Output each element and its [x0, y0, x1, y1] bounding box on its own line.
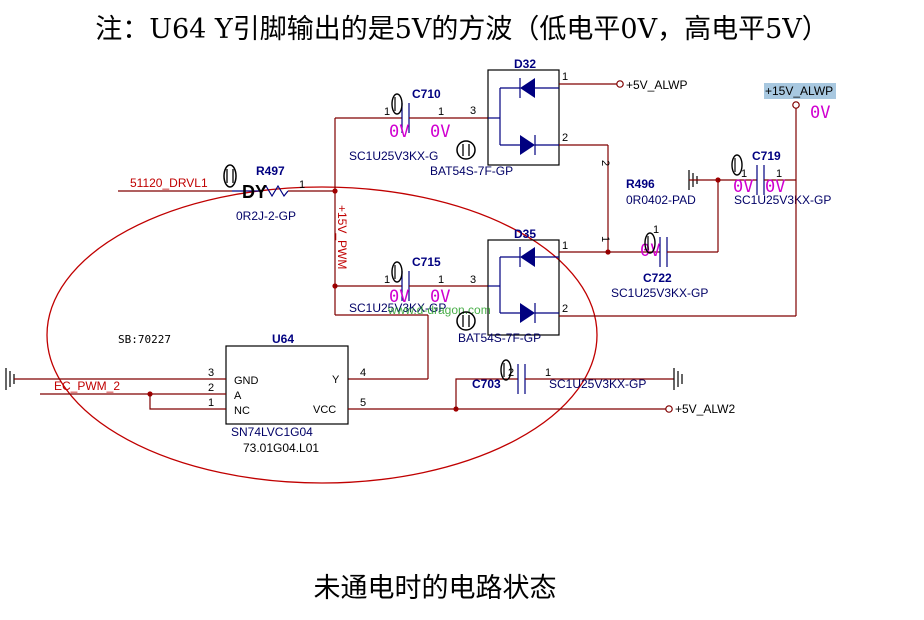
r497-dy-marker: DY [242, 182, 267, 202]
svg-text:4: 4 [360, 367, 366, 379]
probe-icon [391, 261, 403, 283]
svg-text:VCC: VCC [313, 404, 336, 416]
c719-value: SC1U25V3KX-GP [734, 193, 831, 207]
svg-text:1: 1 [208, 397, 214, 409]
net-label-alw2: +5V_ALW2 [675, 402, 735, 416]
svg-text:1: 1 [384, 106, 390, 118]
u64-body [225, 345, 349, 425]
probe-icon [391, 93, 403, 115]
c710-voltage-left: 0V [389, 122, 409, 142]
svg-text:1: 1 [562, 240, 568, 252]
c719-ref: C719 [752, 149, 781, 163]
r497-pin-1: 1 [299, 179, 305, 191]
r496-value: 0R0402-PAD [626, 193, 696, 207]
probe-icon [731, 154, 743, 176]
c715-value: SC1U25V3KX-GP [349, 301, 446, 315]
svg-text:1: 1 [599, 236, 611, 242]
c710-ref: C710 [412, 87, 441, 101]
r497-ref: R497 [256, 164, 285, 178]
svg-text:GND: GND [234, 375, 259, 387]
svg-text:Y: Y [332, 374, 340, 386]
page-title: 注：U64 Y引脚输出的是5V的方波（低电平0V，高电平5V） [95, 14, 829, 45]
svg-text:3: 3 [470, 105, 476, 117]
net-label-ec-pwm: EC_PWM_2 [54, 379, 120, 393]
c715-voltage-right: 0V [430, 287, 450, 307]
c715-ref: C715 [412, 255, 441, 269]
r496-ref: R496 [626, 177, 655, 191]
d32-diode-upper [519, 78, 535, 98]
c719-voltage-left: 0V [733, 177, 753, 197]
probe-icon [644, 232, 656, 254]
probe-icon [456, 140, 476, 160]
svg-text:2: 2 [208, 382, 214, 394]
svg-text:3: 3 [208, 367, 214, 379]
d35-body [487, 239, 560, 336]
c703-value: SC1U25V3KX-GP [549, 377, 646, 391]
svg-text:5: 5 [360, 397, 366, 409]
c722-voltage: 0V [640, 241, 660, 261]
svg-text:1: 1 [741, 168, 747, 180]
net-label-drvl: 51120_DRVL1 [130, 176, 208, 190]
ground-symbol [688, 170, 718, 190]
r497-resistor [261, 184, 289, 198]
u64-ref: U64 [272, 332, 294, 346]
highlight-ellipse [46, 186, 598, 484]
svg-text:2: 2 [599, 160, 611, 166]
c719-voltage-right: 0V [765, 177, 785, 197]
u64-part-number: 73.01G04.L01 [243, 441, 319, 455]
ground-symbol [5, 368, 15, 390]
probe-icon [500, 359, 512, 381]
probe-icon [456, 311, 476, 331]
svg-text:2: 2 [562, 132, 568, 144]
net-label-pwm: +15V_PWM [335, 205, 349, 269]
svg-text:1: 1 [653, 224, 659, 236]
page-caption: 未通电时的电路状态 [314, 573, 557, 604]
svg-text:1: 1 [562, 71, 568, 83]
alwp15-voltage: 0V [810, 103, 830, 123]
sb-label: SB:70227 [118, 333, 171, 346]
net-label-alwp15: +15V_ALWP [765, 84, 833, 98]
u64-value: SN74LVC1G04 [231, 425, 313, 439]
c715-voltage-left: 0V [389, 287, 409, 307]
alwp15-highlight [764, 83, 836, 99]
r497-value: 0R2J-2-GP [236, 209, 296, 223]
c703-ref: C703 [472, 377, 501, 391]
probe-icon [223, 164, 237, 188]
svg-text:1: 1 [776, 168, 782, 180]
svg-text:1: 1 [438, 106, 444, 118]
svg-text:A: A [234, 390, 242, 402]
c722-ref: C722 [643, 271, 672, 285]
svg-text:2: 2 [562, 303, 568, 315]
d35-value: BAT54S-7F-GP [458, 331, 541, 345]
d32-diode-lower [520, 135, 536, 155]
d35-diode-upper [519, 247, 535, 267]
svg-text:1: 1 [384, 274, 390, 286]
svg-text:1: 1 [545, 367, 551, 379]
c710-voltage-right: 0V [430, 122, 450, 142]
d35-diode-lower [520, 303, 536, 323]
d32-ref: D32 [514, 57, 536, 71]
d32-value: BAT54S-7F-GP [430, 164, 513, 178]
c722-value: SC1U25V3KX-GP [611, 286, 708, 300]
watermark: www.d-dragon.com [387, 303, 491, 317]
c710-value: SC1U25V3KX-G [349, 149, 438, 163]
d35-ref: D35 [514, 227, 536, 241]
svg-text:3: 3 [470, 274, 476, 286]
net-label-alwp5: +5V_ALWP [626, 78, 687, 92]
svg-text:NC: NC [234, 405, 250, 417]
ground-symbol [673, 368, 683, 390]
svg-text:1: 1 [438, 274, 444, 286]
